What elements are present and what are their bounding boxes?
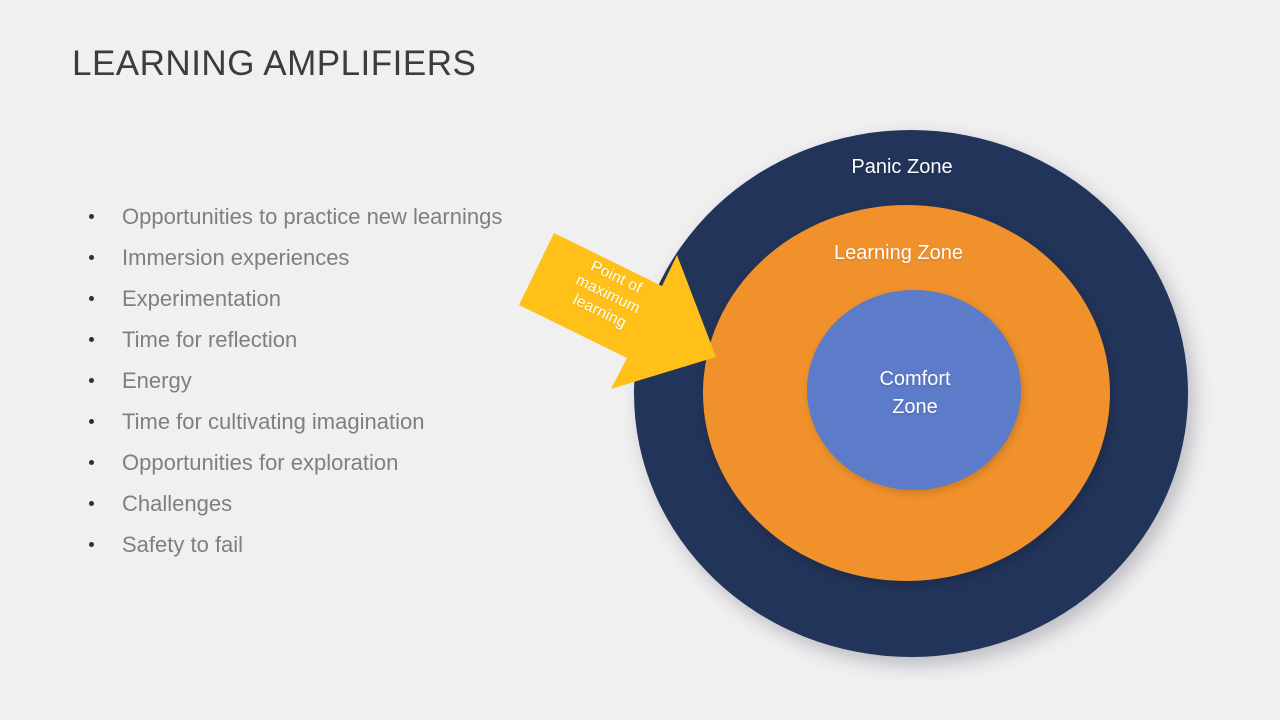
learning-zone-label: Learning Zone	[834, 242, 963, 264]
list-item: Opportunities to practice new learnings	[84, 196, 644, 237]
panic-zone-label: Panic Zone	[851, 156, 953, 178]
list-item: Opportunities for exploration	[84, 442, 644, 483]
list-item: Challenges	[84, 483, 644, 524]
bullet-list: Opportunities to practice new learnings …	[84, 196, 644, 565]
comfort-zone-circle	[807, 290, 1021, 490]
page-title: LEARNING AMPLIFIERS	[72, 44, 477, 83]
comfort-zone-label: Comfort Zone	[879, 368, 951, 418]
list-item: Immersion experiences	[84, 237, 644, 278]
list-item: Experimentation	[84, 278, 644, 319]
list-item: Energy	[84, 360, 644, 401]
list-item: Time for cultivating imagination	[84, 401, 644, 442]
list-item: Safety to fail	[84, 524, 644, 565]
list-item: Time for reflection	[84, 319, 644, 360]
